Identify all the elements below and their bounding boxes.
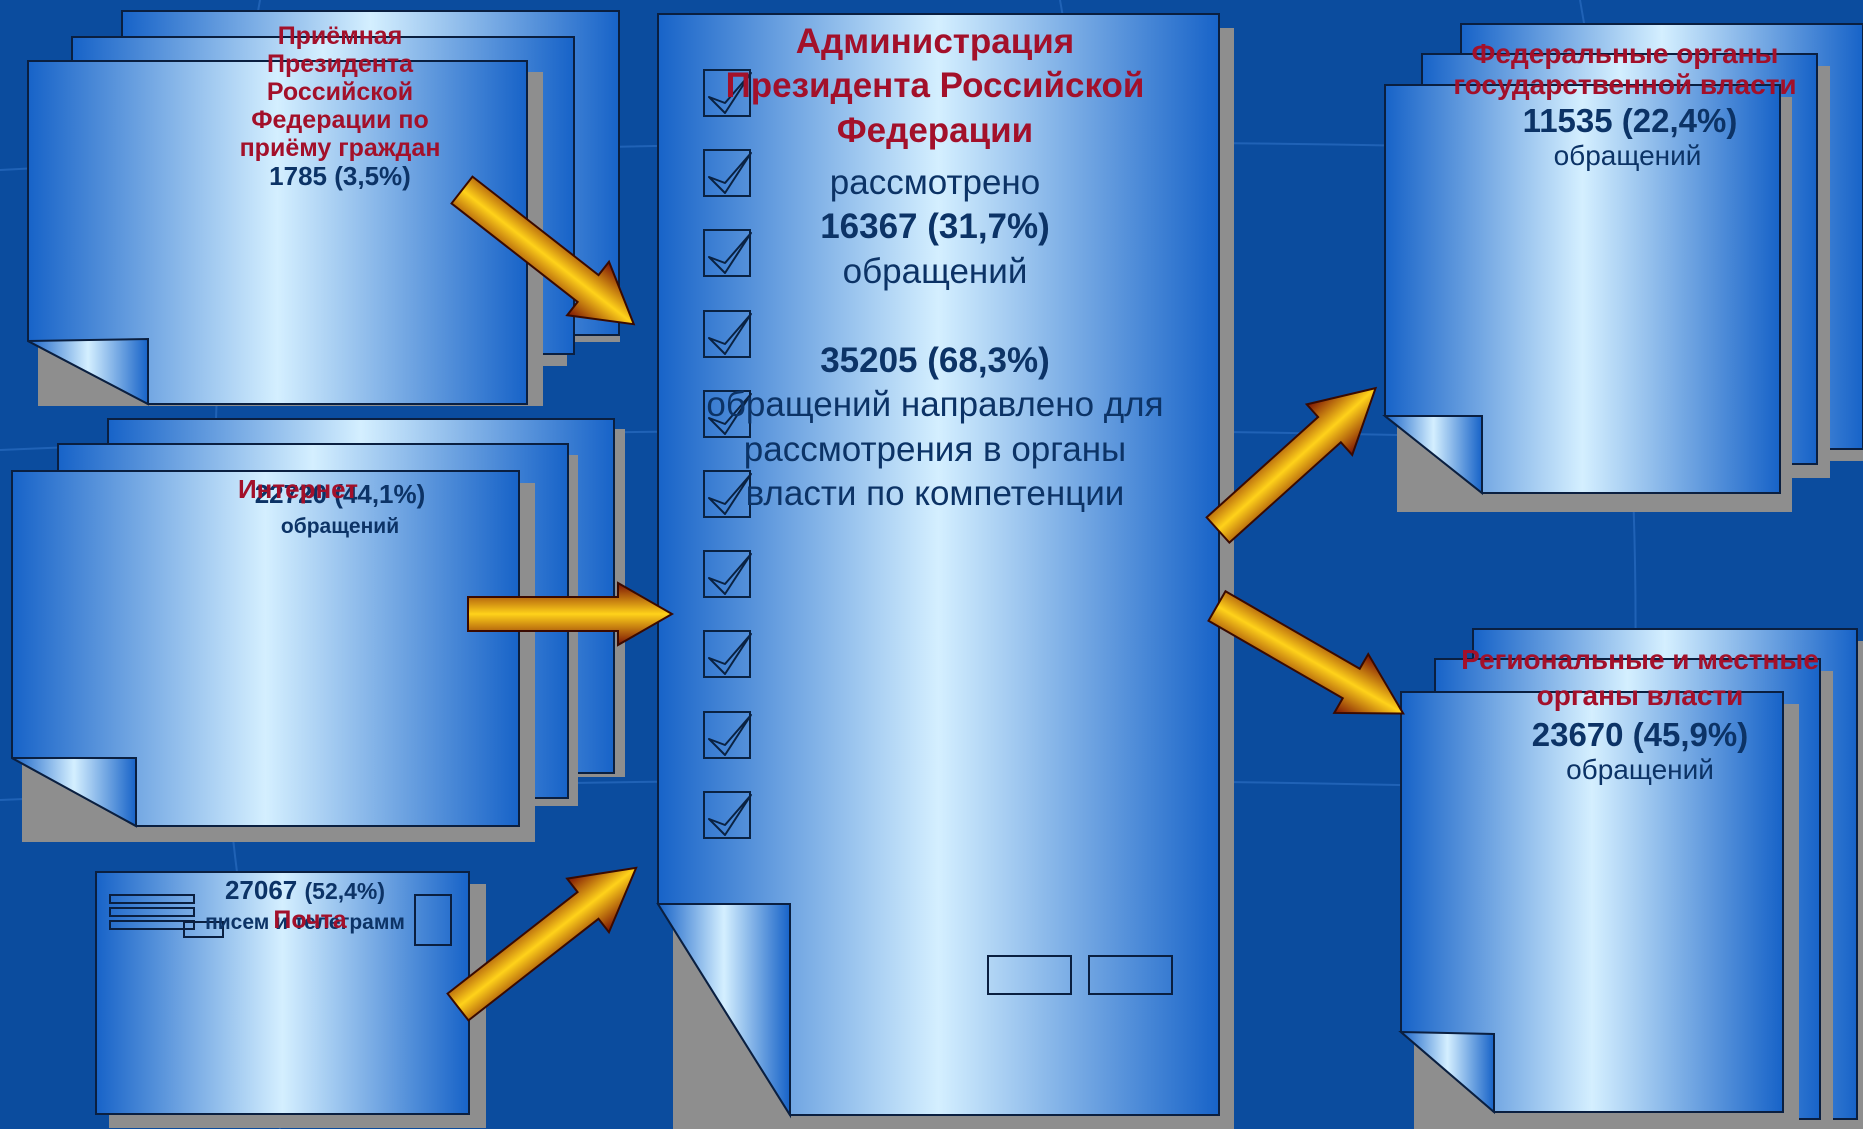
administration-title: Администрация Президента Российской Феде… <box>690 20 1180 153</box>
regional-value: 23670 (45,9%) <box>1531 715 1749 753</box>
reception-title-line: приёму граждан <box>239 134 441 162</box>
forwarded-text-line: власти по компетенции <box>745 474 1125 514</box>
arrow-mail-to-administration <box>446 866 638 1022</box>
mail-unit: писем и телеграмм <box>205 911 405 935</box>
internet-value: 22720 (44,1%) <box>254 479 426 510</box>
regional-document-stack <box>1398 628 1863 1129</box>
administration-title-line: Президента Российской <box>725 66 1145 106</box>
federal-value: 11535 (22,4%) <box>1522 101 1738 139</box>
reception-title-line: Российской <box>266 78 414 106</box>
administration-title-line: Федерации <box>836 110 1034 150</box>
arrow-reception-to-administration <box>450 175 636 326</box>
reviewed-block: рассмотрено 16367 (31,7%) обращений <box>690 161 1180 294</box>
arrow-administration-to-federal <box>1205 386 1378 545</box>
mail-value: 27067 <box>224 875 298 905</box>
administration-title-line: Администрация <box>795 22 1075 61</box>
stamp-icon <box>414 894 452 946</box>
reception-title-line: Приёмная <box>277 22 403 50</box>
federal-title-line: государственной власти <box>1453 69 1797 101</box>
mail-percent: (52,4%) <box>304 878 386 904</box>
arrow-administration-to-regional <box>1207 589 1405 715</box>
forwarded-value: 35205 (68,3%) <box>820 341 1050 380</box>
federal-title-line: Федеральные органы <box>1471 38 1779 69</box>
regional-title-line: Региональные и местные <box>1461 644 1819 675</box>
administration-document <box>656 13 1234 1129</box>
regional-title-line: органы власти <box>1536 680 1744 712</box>
mail-value-line: 27067 (52,4%) <box>140 875 470 905</box>
reviewed-unit: обращений <box>842 251 1028 291</box>
reception-title-line: Федерации по <box>251 106 429 134</box>
reviewed-value: 16367 (31,7%) <box>820 207 1050 247</box>
internet-unit: обращений <box>280 515 400 539</box>
regional-label: Региональные и местные органы власти 236… <box>1410 642 1863 785</box>
forwarded-text-line: обращений направлено для <box>706 385 1164 425</box>
reviewed-label: рассмотрено <box>829 163 1041 202</box>
flow-arrows <box>446 175 1405 1022</box>
reception-label: Приёмная Президента Российской Федерации… <box>190 22 490 191</box>
forwarded-block: 35205 (68,3%) обращений направлено для р… <box>680 339 1190 517</box>
federal-label: Федеральные органы государственной власт… <box>1395 38 1855 171</box>
forwarded-text-line: рассмотрения в органы <box>743 429 1127 469</box>
federal-document-stack <box>1382 23 1863 512</box>
internet-title: Интернет <box>237 474 359 504</box>
mail-envelope <box>95 871 486 1128</box>
mail-title: Почта <box>273 906 347 934</box>
reception-value: 1785 (3,5%) <box>269 161 411 191</box>
mail-label: 27067 (52,4%) писем и телеграмм Почта <box>140 875 470 935</box>
regional-unit: обращений <box>1566 753 1714 785</box>
reception-title-line: Президента <box>267 50 413 78</box>
federal-unit: обращений <box>1553 139 1702 171</box>
internet-label: Интернет 22720 (44,1%) обращений <box>130 474 550 539</box>
internet-document-stack <box>11 418 625 842</box>
arrow-internet-to-administration <box>467 581 675 647</box>
